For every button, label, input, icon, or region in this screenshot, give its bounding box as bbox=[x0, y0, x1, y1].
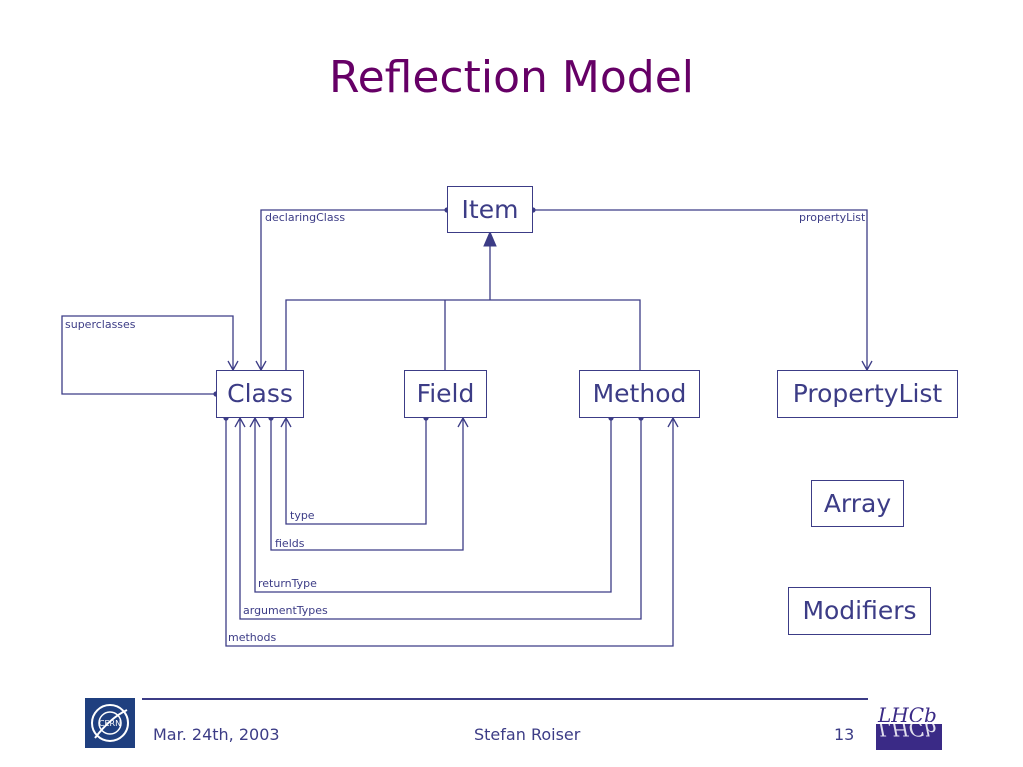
svg-text:LHCb: LHCb bbox=[877, 717, 937, 741]
inheritance-edge-class bbox=[285, 299, 641, 370]
lhcb-logo-icon: LHCb LHCb bbox=[870, 700, 944, 750]
label-declaring-class: declaringClass bbox=[265, 211, 346, 224]
inheritance-arrowhead bbox=[483, 230, 497, 247]
class-box: Class bbox=[216, 370, 304, 418]
label-superclasses: superclasses bbox=[65, 318, 136, 331]
footer-page-number: 13 bbox=[834, 725, 855, 744]
label-argument-types: argumentTypes bbox=[243, 604, 328, 617]
footer-rule bbox=[142, 698, 868, 700]
footer-author: Stefan Roiser bbox=[474, 725, 581, 744]
array-box: Array bbox=[811, 480, 904, 527]
item-box: Item bbox=[447, 186, 533, 233]
cern-logo-icon: CERN bbox=[85, 698, 135, 748]
property-list-box: PropertyList bbox=[777, 370, 958, 418]
field-box: Field bbox=[404, 370, 487, 418]
arrowhead-fields bbox=[457, 416, 469, 428]
return-type-edge bbox=[254, 418, 612, 593]
type-edge bbox=[285, 418, 427, 525]
superclasses-edge bbox=[61, 315, 234, 395]
label-property-list: propertyList bbox=[799, 211, 866, 224]
arrowhead-type bbox=[280, 416, 292, 428]
label-methods: methods bbox=[228, 631, 277, 644]
arrowhead-return-type bbox=[249, 416, 261, 428]
slide-title: Reflection Model bbox=[328, 52, 695, 103]
lhcb-logo: LHCb LHCb bbox=[870, 700, 944, 750]
declaring-class-edge bbox=[260, 209, 447, 370]
label-type: type bbox=[290, 509, 315, 522]
arrowhead-methods bbox=[667, 416, 679, 428]
label-return-type: returnType bbox=[258, 577, 317, 590]
fields-edge bbox=[270, 418, 464, 551]
label-fields: fields bbox=[275, 537, 305, 550]
footer-date: Mar. 24th, 2003 bbox=[153, 725, 280, 744]
property-list-edge bbox=[533, 209, 868, 370]
svg-text:CERN: CERN bbox=[99, 719, 121, 728]
argument-types-edge bbox=[239, 418, 642, 620]
cern-logo: CERN bbox=[85, 698, 135, 748]
modifiers-box: Modifiers bbox=[788, 587, 931, 635]
methods-edge bbox=[225, 418, 674, 647]
arrowhead-argument-types bbox=[234, 416, 246, 428]
svg-text:LHCb: LHCb bbox=[877, 703, 937, 727]
method-box: Method bbox=[579, 370, 700, 418]
